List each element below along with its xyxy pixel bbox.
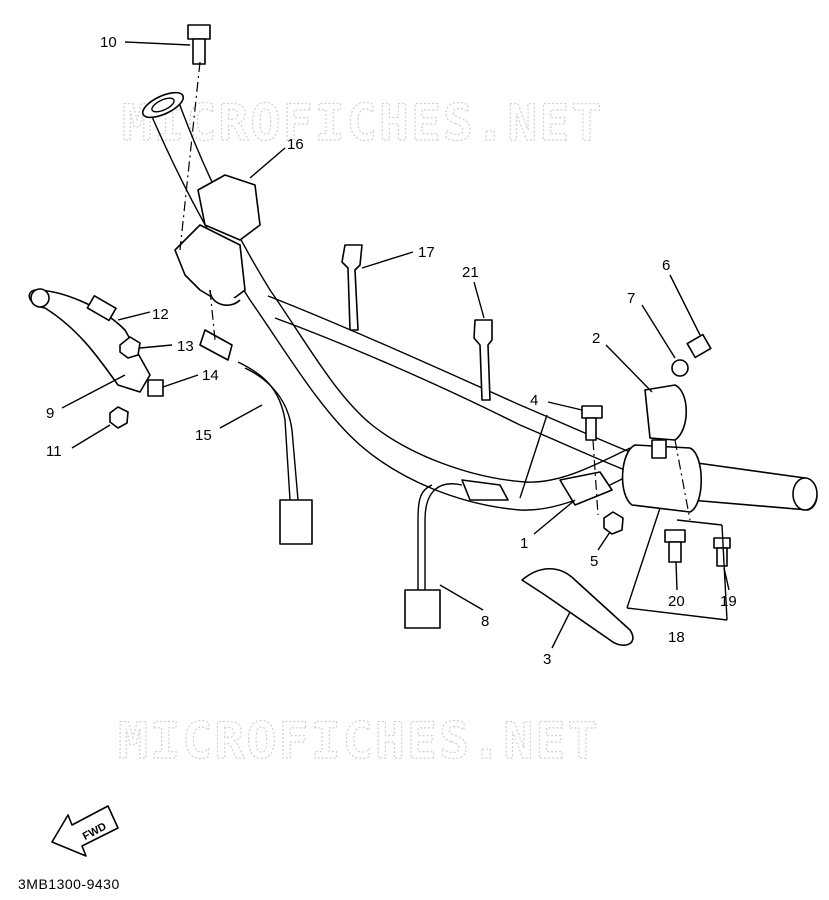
clutch-lever <box>28 288 151 393</box>
assembly-lines <box>179 61 691 521</box>
callout-17: 17 <box>418 244 435 261</box>
callout-18: 18 <box>668 629 685 646</box>
callout-8: 8 <box>481 613 489 630</box>
callout-14: 14 <box>202 367 219 384</box>
callout-16: 16 <box>287 136 304 153</box>
callout-12: 12 <box>152 306 169 323</box>
diagram-code: 3MB1300-9430 <box>18 876 120 892</box>
callout-4: 4 <box>530 392 538 409</box>
callout-15: 15 <box>195 427 212 444</box>
callout-11: 11 <box>46 443 62 460</box>
callout-19: 19 <box>720 593 737 610</box>
fwd-arrow: FWD <box>51 805 119 857</box>
callout-3: 3 <box>543 651 551 668</box>
callout-2: 2 <box>592 330 600 347</box>
clutch-switch-wire <box>199 329 313 545</box>
callout-10: 10 <box>100 34 117 51</box>
callout-1: 1 <box>520 535 528 552</box>
callout-7: 7 <box>627 290 635 307</box>
brake-switch-wire <box>404 479 509 629</box>
clutch-holder <box>174 174 261 306</box>
callout-labels: 10 16 17 21 6 7 12 2 13 14 4 9 15 11 1 5… <box>46 34 737 668</box>
watermark-top: MICROFICHES.NET <box>122 94 604 152</box>
throttle-grip <box>621 384 818 513</box>
brake-lever <box>521 471 634 646</box>
callout-5: 5 <box>590 553 598 570</box>
callout-20: 20 <box>668 593 685 610</box>
hardware <box>86 24 731 567</box>
leader-lines <box>61 41 730 649</box>
callout-13: 13 <box>177 338 194 355</box>
callout-6: 6 <box>662 257 670 274</box>
watermark-bottom: MICROFICHES.NET <box>118 712 600 770</box>
callout-21: 21 <box>462 264 479 281</box>
callout-9: 9 <box>46 405 54 422</box>
